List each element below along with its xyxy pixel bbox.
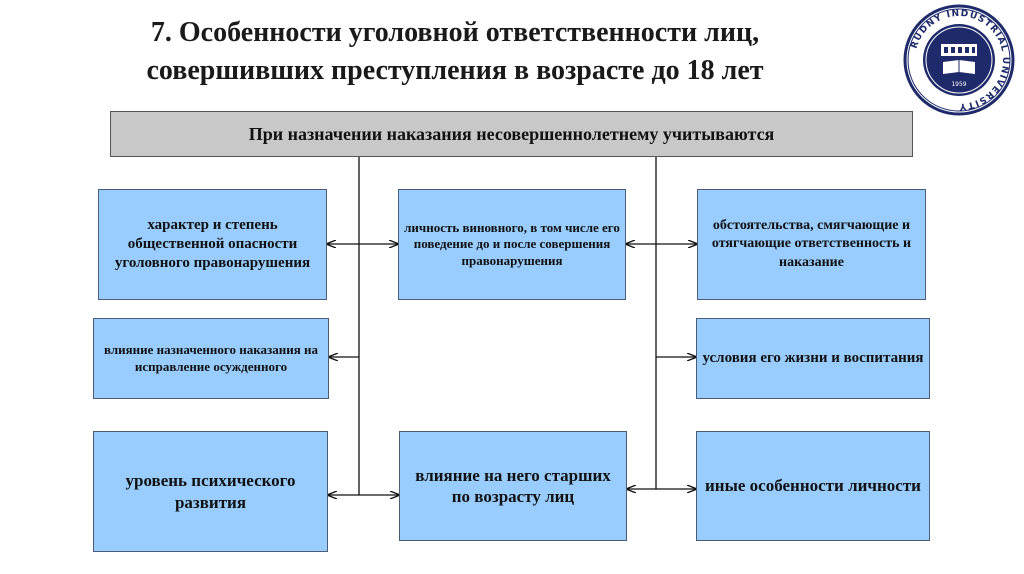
university-seal-logo: RUDNY INDUSTRIAL UNIVERSITY 1959 [903, 4, 1015, 116]
page-title: 7. Особенности уголовной ответственности… [20, 14, 890, 90]
box-personality: личность виновного, в том числе его пове… [398, 189, 626, 300]
box-living-conditions: условия его жизни и воспитания [696, 318, 930, 399]
box-influence-penalty: влияние назначенного наказания на исправ… [93, 318, 329, 399]
box-other-features: иные особенности личности [696, 431, 930, 541]
box-elders-influence: влияние на него старших по возрасту лиц [399, 431, 627, 541]
header-box: При назначении наказания несовершеннолет… [110, 111, 913, 157]
box-mental-level: уровень психического развития [93, 431, 328, 552]
box-nature-degree: характер и степень общественной опасност… [98, 189, 327, 300]
title-line-1: 7. Особенности уголовной ответственности… [150, 17, 760, 48]
box-circumstances: обстоятельства, смягчающие и отягчающие … [697, 189, 926, 300]
title-line-2: совершивших преступления в возрасте до 1… [146, 55, 764, 86]
logo-year: 1959 [951, 81, 966, 88]
